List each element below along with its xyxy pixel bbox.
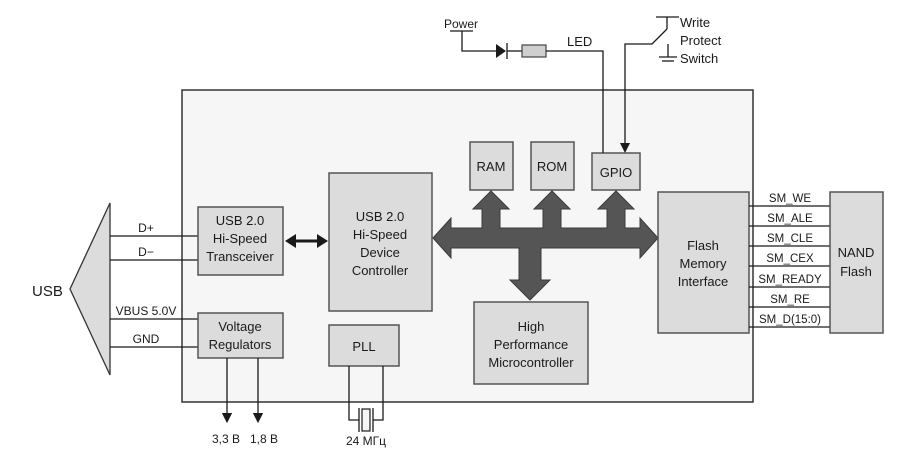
signal-sm-ale: SM_ALE — [767, 213, 813, 225]
flash-signal-lines — [749, 205, 830, 328]
svg-text:Regulators: Regulators — [209, 337, 272, 352]
output-1v8: 1,8 В — [250, 432, 278, 446]
svg-text:RAM: RAM — [477, 159, 506, 174]
svg-text:GPIO: GPIO — [600, 165, 633, 180]
crystal-icon — [348, 366, 384, 432]
output-3v3: 3,3 В — [212, 432, 240, 446]
svg-text:Performance: Performance — [494, 337, 568, 352]
svg-text:High: High — [518, 319, 545, 334]
signal-gnd: GND — [133, 332, 160, 346]
transceiver-block: USB 2.0 Hi-Speed Transceiver — [197, 206, 284, 276]
svg-text:Interface: Interface — [678, 274, 729, 289]
svg-text:Hi-Speed: Hi-Speed — [353, 227, 407, 242]
switch-icon — [624, 16, 679, 144]
svg-text:Flash: Flash — [687, 238, 719, 253]
resistor-icon — [521, 44, 547, 58]
arrow-down-icon — [620, 143, 630, 153]
signal-vbus: VBUS 5.0V — [116, 304, 177, 318]
diode-icon — [496, 43, 522, 59]
svg-text:Device: Device — [360, 245, 400, 260]
svg-text:ROM: ROM — [537, 159, 567, 174]
usb-label: USB — [32, 283, 63, 300]
svg-text:USB 2.0: USB 2.0 — [356, 209, 404, 224]
svg-text:Controller: Controller — [352, 263, 409, 278]
signal-sm-cex: SM_CEX — [766, 253, 814, 265]
led-label: LED — [567, 34, 592, 49]
signal-d-minus: D− — [138, 245, 154, 259]
microcontroller-block: High Performance Microcontroller — [473, 301, 589, 385]
signal-d-plus: D+ — [138, 221, 154, 235]
svg-text:NAND: NAND — [838, 245, 875, 260]
bidirectional-arrow-icon — [285, 234, 328, 248]
signal-sm-cle: SM_CLE — [767, 233, 813, 245]
usb-connector-icon — [69, 202, 111, 376]
gpio-block: GPIO — [591, 152, 641, 191]
voltage-regulators-block: Voltage Regulators — [197, 312, 284, 359]
device-controller-block: USB 2.0 Hi-Speed Device Controller — [328, 172, 433, 312]
svg-text:Hi-Speed: Hi-Speed — [213, 231, 267, 246]
svg-text:Voltage: Voltage — [218, 319, 261, 334]
svg-text:Flash: Flash — [840, 264, 872, 279]
signal-sm-we: SM_WE — [769, 193, 812, 205]
signal-sm-re: SM_RE — [770, 294, 810, 306]
crystal-frequency: 24 МГц — [346, 434, 386, 448]
svg-text:PLL: PLL — [352, 339, 375, 354]
rom-block: ROM — [530, 141, 575, 191]
switch-label-line1: Write — [680, 15, 710, 30]
nand-flash-block: NAND Flash — [829, 191, 884, 334]
ram-block: RAM — [469, 141, 514, 191]
internal-bus-icon — [432, 190, 659, 301]
svg-text:USB 2.0: USB 2.0 — [216, 213, 264, 228]
switch-label-line2: Protect — [680, 33, 722, 48]
svg-text:Transceiver: Transceiver — [206, 249, 274, 264]
signal-sm-d: SM_D(15:0) — [759, 314, 821, 326]
signal-sm-ready: SM_READY — [758, 274, 822, 286]
pll-block: PLL — [328, 324, 400, 367]
flash-interface-block: Flash Memory Interface — [657, 191, 750, 334]
switch-label-line3: Switch — [680, 51, 718, 66]
svg-text:Microcontroller: Microcontroller — [488, 355, 574, 370]
svg-text:Memory: Memory — [680, 256, 727, 271]
power-label: Power — [444, 17, 478, 31]
